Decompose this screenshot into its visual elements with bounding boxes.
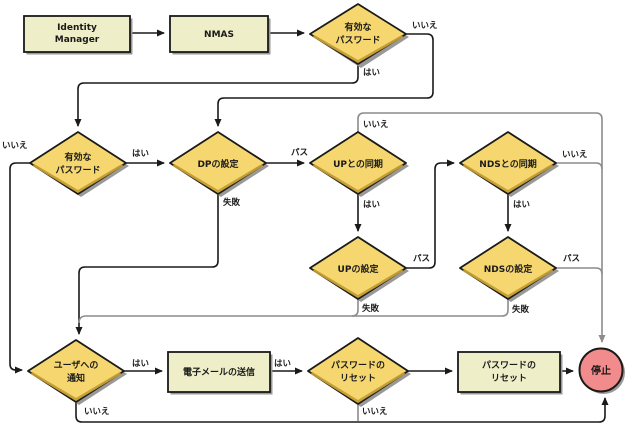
decision-up-sync: UPとの同期 [309, 131, 409, 197]
label-no-upsync: いいえ [363, 120, 389, 130]
nds-settings-bevel [462, 268, 554, 298]
node-identity-manager: Identity Manager [23, 15, 133, 55]
up-sync-bevel [312, 163, 404, 193]
edge-ndssync-no [556, 162, 603, 170]
password-reset-line2: リセット [340, 373, 376, 384]
valid-password-left-line1: 有効な [64, 151, 91, 163]
edge-ndsset-pass [556, 267, 603, 275]
node-password-reset-process: パスワードの リセット [457, 351, 563, 395]
label-yes-upsync: はい [363, 200, 380, 210]
up-settings-label: UPの設定 [338, 263, 380, 275]
label-no-ndssync: いいえ [562, 150, 588, 160]
decision-nds-settings: NDSの設定 [459, 236, 559, 302]
user-notification-line2: 通知 [67, 372, 85, 384]
label-pass-ndsset: パス [563, 253, 580, 264]
valid-password-left-diamond [29, 131, 127, 195]
valid-password-top-line2: パスワード [335, 34, 380, 46]
edge-validpwtop-no [214, 33, 434, 127]
valid-password-left-bevel [32, 163, 124, 193]
password-reset-box-line1: パスワードの [482, 359, 536, 371]
node-send-email: 電子メールの送信 [167, 351, 273, 395]
decision-user-notification: ユーザへの 通知 [27, 339, 127, 405]
decision-dp-settings: DPの設定 [169, 131, 269, 197]
decision-valid-password-left: 有効な パスワード [29, 131, 129, 197]
label-no-top: いいえ [412, 21, 438, 31]
password-reset-box [457, 351, 561, 393]
user-notification-diamond [27, 339, 125, 403]
label-pass-upset: パス [413, 253, 430, 264]
label-fail-dp: 失敗 [223, 197, 241, 208]
nmas-label: NMAS [204, 30, 234, 40]
password-reset-line1: パスワードの [331, 359, 385, 371]
identity-manager-box [23, 15, 131, 53]
up-sync-label: UPとの同期 [333, 158, 383, 170]
edges [9, 29, 609, 423]
password-reset-diamond [307, 337, 409, 405]
nds-settings-label: NDSの設定 [484, 263, 533, 275]
decision-password-reset: パスワードの リセット [307, 337, 411, 407]
identity-manager-line2: Manager [55, 35, 100, 45]
password-reset-box-line2: リセット [491, 373, 527, 384]
valid-password-left-line2: パスワード [55, 164, 100, 176]
label-pass-dp: パス [291, 147, 308, 158]
identity-manager-line1: Identity [57, 23, 97, 33]
nds-sync-bevel [462, 163, 554, 193]
stop-circle [578, 347, 624, 393]
label-fail-upset: 失敗 [362, 303, 380, 314]
decision-valid-password-top: 有効な パスワード [309, 3, 409, 68]
user-notification-line1: ユーザへの [54, 360, 99, 371]
label-yes-notify: はい [132, 359, 149, 369]
edge-upset-pass [406, 159, 455, 269]
edge-upsync-no-trunk [357, 112, 606, 343]
edge-notify-no-bottom [75, 397, 609, 423]
send-email-box [167, 351, 271, 393]
label-yes-left: はい [132, 149, 149, 159]
valid-password-top-line1: 有効な [344, 21, 371, 33]
label-yes-top: はい [363, 68, 380, 78]
label-yes-email: はい [274, 359, 291, 369]
dp-settings-bevel [172, 163, 264, 193]
send-email-label: 電子メールの送信 [183, 366, 255, 378]
label-yes-ndssync: はい [513, 200, 530, 210]
dp-settings-label: DPの設定 [197, 158, 239, 170]
label-no-notify: いいえ [84, 407, 110, 417]
edge-ndsset-fail [78, 299, 509, 324]
decision-up-settings: UPの設定 [309, 236, 409, 302]
edge-validpwtop-yes [74, 64, 359, 127]
valid-password-top-diamond [309, 3, 407, 65]
edge-dp-fail [75, 194, 219, 335]
valid-password-top-bevel [312, 34, 404, 63]
edge-upset-fail [351, 299, 359, 317]
edge-labels: いいえ はい いいえ はい パス 失敗 いいえ はい いいえ はい パス 失敗 … [2, 21, 588, 417]
user-notification-bevel [30, 371, 122, 401]
password-reset-bevel [310, 371, 406, 403]
edge-validpwleft-no [9, 162, 30, 374]
label-no-pwreset: いいえ [362, 407, 388, 417]
nds-sync-label: NDSとの同期 [479, 158, 536, 170]
stop-label: 停止 [591, 364, 611, 377]
up-settings-bevel [312, 268, 404, 298]
label-fail-ndsset: 失敗 [512, 304, 530, 315]
nmas-box [169, 15, 269, 53]
decision-nds-sync: NDSとの同期 [459, 131, 559, 197]
node-stop: 停止 [578, 347, 625, 394]
label-no-left: いいえ [2, 141, 28, 151]
node-nmas: NMAS [169, 15, 271, 55]
